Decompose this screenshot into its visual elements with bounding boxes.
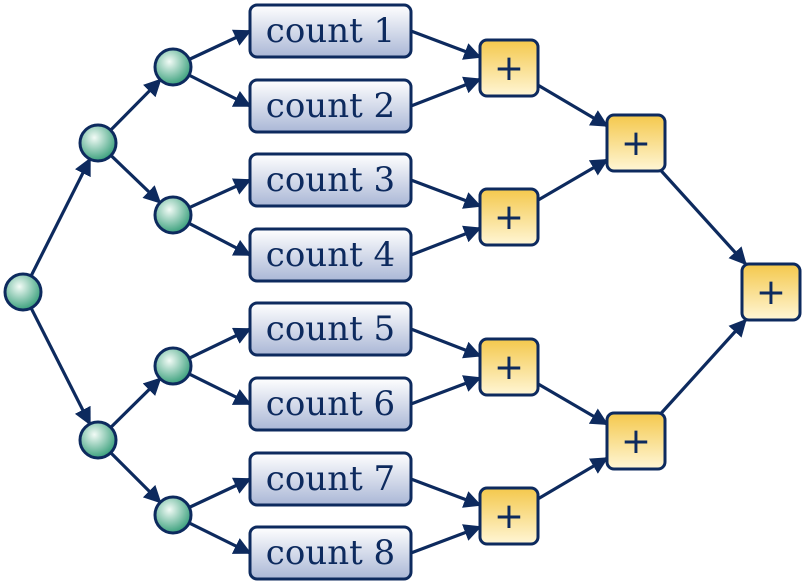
edge-count2-p1 [410, 76, 482, 108]
edge-count8-p4 [410, 524, 482, 555]
split-node-c2d [153, 495, 193, 535]
plus-symbol: + [494, 197, 524, 238]
edge-count3-p2 [410, 178, 482, 209]
edge-count7-p4 [410, 477, 482, 508]
edge-layer [29, 29, 747, 555]
count-label: count 4 [266, 235, 395, 275]
adder-node-p1: + [478, 38, 540, 98]
adder-node-p3: + [478, 337, 540, 397]
adder-node-q1: + [605, 113, 667, 173]
plus-symbol: + [494, 347, 524, 388]
edge-c0-c1b [29, 307, 92, 426]
edge-c2c-count5 [188, 327, 252, 360]
edge-c2b-count4 [188, 221, 252, 257]
count-label: count 2 [266, 86, 395, 126]
edge-count1-p1 [410, 29, 482, 60]
count-box-2: count 2 [248, 78, 413, 134]
adder-node-p4: + [478, 486, 540, 546]
count-label: count 8 [266, 533, 395, 573]
edge-p2-q1 [537, 158, 609, 202]
edge-p4-q2 [537, 456, 609, 501]
edge-count6-p3 [410, 375, 482, 406]
edge-p3-q2 [537, 382, 609, 426]
count-box-6: count 6 [248, 376, 413, 432]
count-label: count 1 [266, 11, 395, 51]
plus-symbol: + [621, 421, 651, 462]
count-label: count 7 [266, 459, 395, 499]
adder-node-q2: + [605, 411, 667, 471]
count-box-4: count 4 [248, 227, 413, 283]
split-node-c2a [153, 47, 193, 87]
edge-c1b-c2d [109, 451, 162, 504]
edge-c2c-count6 [188, 372, 252, 406]
plus-symbol: + [494, 48, 524, 89]
edge-count5-p3 [410, 327, 482, 359]
split-node-c2c [153, 346, 193, 386]
edge-c1a-c2b [109, 154, 162, 204]
edge-c2a-count1 [188, 29, 252, 61]
plus-symbol: + [621, 123, 651, 164]
plus-symbol: + [494, 496, 524, 537]
edge-count4-p2 [410, 225, 482, 257]
edge-c2d-count8 [188, 521, 252, 555]
edge-q1-r [660, 169, 747, 266]
edge-c0-c1a [29, 157, 92, 277]
adder-node-r: + [740, 262, 802, 322]
edge-q2-r [660, 318, 747, 415]
split-node-c0 [3, 272, 43, 312]
split-node-c1b [78, 420, 118, 460]
edge-c1b-c2c [109, 377, 162, 429]
edge-c2b-count3 [188, 178, 252, 210]
edge-c2d-count7 [188, 477, 252, 509]
count-label: count 5 [266, 309, 395, 349]
count-box-1: count 1 [248, 3, 413, 59]
count-box-5: count 5 [248, 301, 413, 357]
edge-c2a-count2 [188, 73, 252, 108]
count-label: count 6 [266, 384, 395, 424]
node-layer: count 1 count 2 count 3 count 4 count 5 count… [3, 3, 802, 581]
edge-p1-q1 [537, 83, 609, 128]
adder-node-p2: + [478, 187, 540, 247]
split-node-c2b [153, 195, 193, 235]
plus-symbol: + [756, 272, 786, 313]
edge-c1a-c2a [109, 78, 162, 132]
count-box-3: count 3 [248, 152, 413, 208]
count-label: count 3 [266, 160, 395, 200]
count-box-8: count 8 [248, 525, 413, 581]
split-node-c1a [78, 123, 118, 163]
count-box-7: count 7 [248, 451, 413, 507]
